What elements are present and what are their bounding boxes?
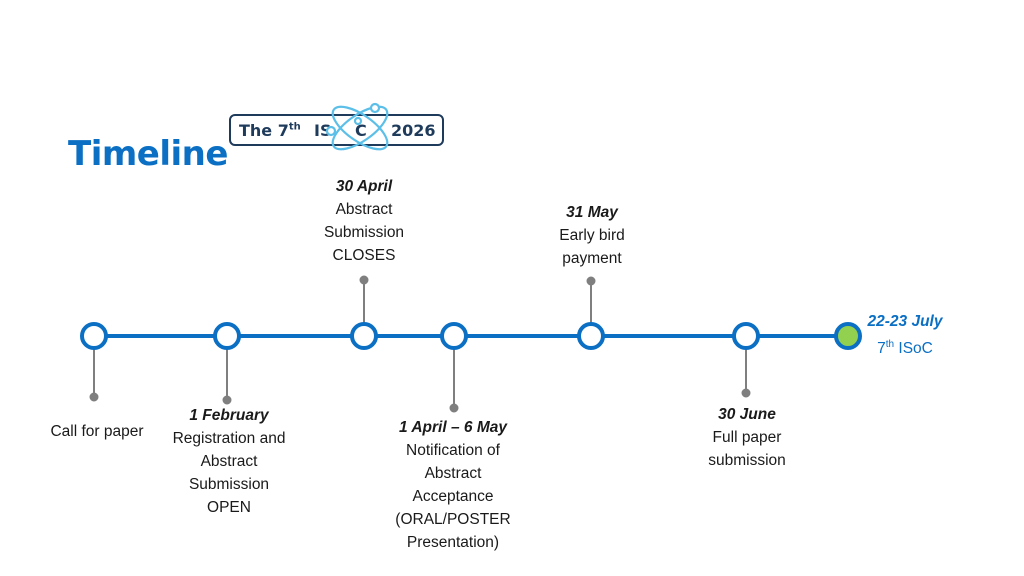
stem-dot bbox=[222, 395, 232, 405]
milestone-text: Abstract bbox=[200, 453, 258, 470]
ordinal: 7 bbox=[877, 340, 886, 358]
timeline-node bbox=[213, 322, 241, 350]
milestone-text: Submission bbox=[188, 476, 270, 493]
stem-dot bbox=[89, 392, 99, 402]
logo-sup: th bbox=[288, 121, 301, 133]
isoc-logo: The 7th IS C 2026 bbox=[229, 114, 444, 146]
timeline-node bbox=[732, 322, 760, 350]
milestone-registration-open: 1 February Registration and Abstract Sub… bbox=[129, 404, 329, 519]
milestone-date: 22-23 July bbox=[867, 313, 943, 330]
milestone-text: payment bbox=[562, 250, 622, 267]
timeline-node-final bbox=[834, 322, 862, 350]
milestone-full-paper: 30 June Full paper submission bbox=[647, 403, 847, 472]
milestone-text: Abstract bbox=[335, 201, 393, 218]
milestone-text: Submission bbox=[323, 224, 405, 241]
milestone-text: Registration and bbox=[172, 430, 286, 447]
milestone-text: Early bird bbox=[559, 227, 625, 244]
timeline-node bbox=[440, 322, 468, 350]
stem-dot bbox=[586, 276, 596, 286]
logo-name-a: IS bbox=[314, 121, 332, 140]
event-name: ISoC bbox=[894, 340, 933, 358]
milestone-text: Presentation) bbox=[406, 534, 500, 551]
milestone-date: 30 April bbox=[335, 178, 393, 195]
milestone-text: (ORAL/POSTER bbox=[395, 511, 511, 528]
milestone-notification: 1 April – 6 May Notification of Abstract… bbox=[353, 416, 553, 554]
milestone-date: 1 February bbox=[189, 407, 269, 424]
stem-dot bbox=[741, 388, 751, 398]
timeline-node bbox=[350, 322, 378, 350]
stem-dot bbox=[359, 275, 369, 285]
atom-icon bbox=[325, 102, 389, 151]
milestone-date: 31 May bbox=[566, 204, 618, 221]
milestone-call-for-paper: Call for paper bbox=[0, 420, 197, 443]
milestone-text: Abstract bbox=[424, 465, 482, 482]
milestone-text: submission bbox=[708, 452, 786, 469]
ordinal-suffix: th bbox=[885, 339, 895, 350]
milestone-text: Full paper bbox=[712, 429, 782, 446]
milestone-text: 7th ISoC bbox=[845, 333, 965, 360]
milestone-early-bird: 31 May Early bird payment bbox=[492, 201, 692, 270]
milestone-conference: 22-23 July 7th ISoC bbox=[845, 310, 965, 360]
milestone-date: 30 June bbox=[718, 406, 776, 423]
milestone-text: Acceptance bbox=[412, 488, 494, 505]
timeline-node bbox=[577, 322, 605, 350]
milestone-text: Call for paper bbox=[50, 423, 144, 440]
milestone-date: 1 April – 6 May bbox=[399, 419, 507, 436]
stem-dot bbox=[449, 403, 459, 413]
milestone-text: CLOSES bbox=[332, 247, 396, 264]
milestone-text: Notification of bbox=[406, 442, 500, 459]
milestone-abstract-closes: 30 April Abstract Submission CLOSES bbox=[264, 175, 464, 267]
timeline-node bbox=[80, 322, 108, 350]
page-title: Timeline bbox=[68, 134, 228, 174]
logo-year: 2026 bbox=[391, 121, 436, 140]
milestone-text: OPEN bbox=[207, 499, 251, 516]
logo-prefix: The 7 bbox=[239, 121, 289, 140]
logo-name-b: C bbox=[355, 121, 367, 140]
